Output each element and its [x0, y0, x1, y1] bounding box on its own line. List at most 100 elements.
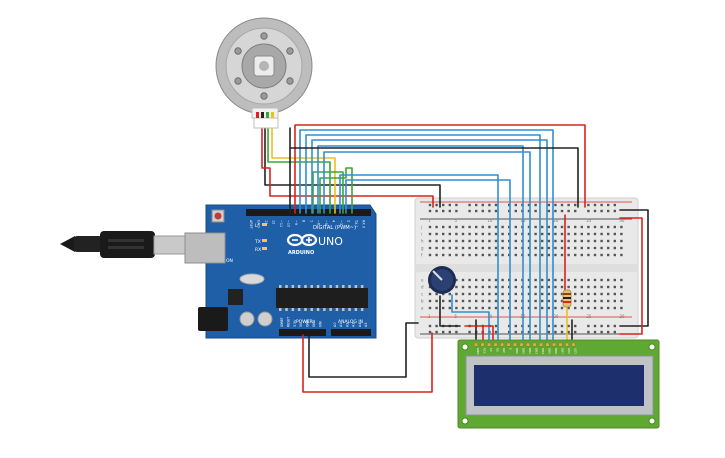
- digital-pin-label: 12: [272, 220, 276, 224]
- lcd-pin: [571, 342, 576, 347]
- lcd-pin: [480, 342, 485, 347]
- lcd-pin: [552, 342, 556, 347]
- lcd-pin-label: DB6: [554, 348, 558, 354]
- breadboard-row-number: 1: [428, 314, 431, 319]
- lcd-pin-label: V0: [489, 348, 493, 352]
- wire-5v[interactable]: [302, 332, 433, 393]
- digital-pin-label: 8: [302, 220, 306, 222]
- wire-blue-7[interactable]: [345, 179, 511, 346]
- breadboard-row-number: 20: [553, 218, 559, 223]
- analog-pin-label: A4: [358, 323, 362, 327]
- digital-pin-label: 13: [264, 220, 268, 224]
- tx-led-label: TX: [254, 239, 261, 245]
- wire-pot-gnd[interactable]: [439, 295, 461, 327]
- lcd-pin-header: [474, 342, 576, 347]
- usb-plug-body: [100, 231, 155, 258]
- wire-blue-5[interactable]: [323, 151, 531, 346]
- potentiometer-indicator: [432, 270, 443, 281]
- usb-cable-strain-tip: [60, 236, 75, 252]
- breadboard-row-number: 10: [487, 218, 493, 223]
- lcd-pin-label: DB4: [541, 348, 545, 354]
- digital-pin-label: 4: [332, 220, 336, 222]
- digital-pin-label: GND: [257, 220, 261, 228]
- analog-pin-label: A3: [352, 323, 356, 327]
- wire-blue-2[interactable]: [305, 134, 541, 346]
- analog-pin-label: A0: [333, 323, 337, 327]
- wire-lcd-v0[interactable]: [451, 294, 490, 346]
- digital-pin-label: RX 0: [362, 220, 366, 228]
- l-led-label: L: [255, 223, 258, 229]
- lcd-pin-label: DB7: [561, 348, 565, 354]
- wire-gnd[interactable]: [308, 322, 419, 378]
- usb-plug-metal: [153, 235, 187, 255]
- lcd-pin: [493, 342, 498, 347]
- lcd-pin: [500, 342, 504, 347]
- digital-pin-label: ~11: [279, 220, 283, 227]
- lcd-pin-label: VCC: [483, 348, 487, 354]
- power-pin-label: RESET: [286, 317, 290, 327]
- digital-pin-label: 2: [347, 220, 351, 222]
- lcd-pin: [539, 342, 543, 347]
- crystal-oscillator: [239, 273, 265, 285]
- wire-motor-enc-b[interactable]: [271, 127, 336, 214]
- capacitor-2: [257, 311, 273, 327]
- lcd-pin: [532, 342, 537, 347]
- digital-pin-label: TX 1: [354, 219, 358, 228]
- wire-lcd-rw[interactable]: [464, 325, 494, 346]
- lcd-pin-label: RW: [502, 348, 506, 353]
- wire-blue-4[interactable]: [317, 145, 524, 346]
- atmega-chip-pins: [279, 285, 364, 311]
- motor-screws: [234, 32, 294, 100]
- wire-red-top[interactable]: [294, 124, 586, 214]
- wire-rail-gnd-jumper[interactable]: [619, 209, 649, 327]
- lcd-pin-label: RS: [496, 348, 500, 352]
- breadboard-row-letter: g: [421, 246, 424, 251]
- board-model-label: UNO: [318, 235, 343, 248]
- lcd-pin-label: DB2: [528, 348, 532, 354]
- resistor[interactable]: [562, 289, 572, 308]
- atmega-chip: [276, 288, 368, 308]
- breadboard-row-number: 5: [454, 218, 457, 223]
- dc-power-jack: [198, 307, 228, 331]
- breadboard-row-number: 30: [619, 314, 625, 319]
- usb-cable-strain-relief: [74, 236, 102, 252]
- lcd-pin-label: DB3: [535, 348, 539, 354]
- analog-pin-label: A5: [364, 323, 368, 327]
- breadboard-row-number: 1: [428, 218, 431, 223]
- breadboard-row-letter: b: [421, 299, 424, 304]
- breadboard-row-number: 30: [619, 218, 625, 223]
- capacitor-1: [239, 311, 255, 327]
- analog-pin-label: A1: [339, 323, 343, 327]
- digital-pin-label: ~10: [287, 220, 291, 227]
- lcd-pin-label: DB1: [522, 348, 526, 354]
- wire-blue-6[interactable]: [339, 174, 499, 346]
- wire-green-2[interactable]: [312, 171, 344, 214]
- wire-blue-3[interactable]: [311, 139, 548, 346]
- wire-blue-1[interactable]: [299, 129, 554, 346]
- voltage-regulator: [228, 289, 243, 305]
- breadboard-row-number: 5: [454, 314, 457, 319]
- lcd-mounting-holes: [461, 343, 656, 425]
- rx-led-label: RX: [255, 247, 261, 253]
- lcd-pin: [519, 342, 524, 347]
- dc-motor-encoder[interactable]: [215, 17, 313, 129]
- wire-motor-vcc[interactable]: [261, 127, 434, 208]
- breadboard-row-number: 25: [586, 314, 592, 319]
- wire-motor-enc-a[interactable]: [267, 127, 331, 214]
- power-label: POWER: [296, 319, 313, 325]
- wire-rail-vcc-jumper[interactable]: [619, 217, 643, 335]
- lcd-pin-label: DB0: [515, 348, 519, 354]
- breadboard-row-letter: c: [421, 292, 423, 297]
- potentiometer[interactable]: [428, 266, 456, 294]
- wire-black-top[interactable]: [289, 127, 579, 214]
- lcd-pin: [565, 342, 569, 347]
- lcd-pin-label: E: [509, 348, 513, 350]
